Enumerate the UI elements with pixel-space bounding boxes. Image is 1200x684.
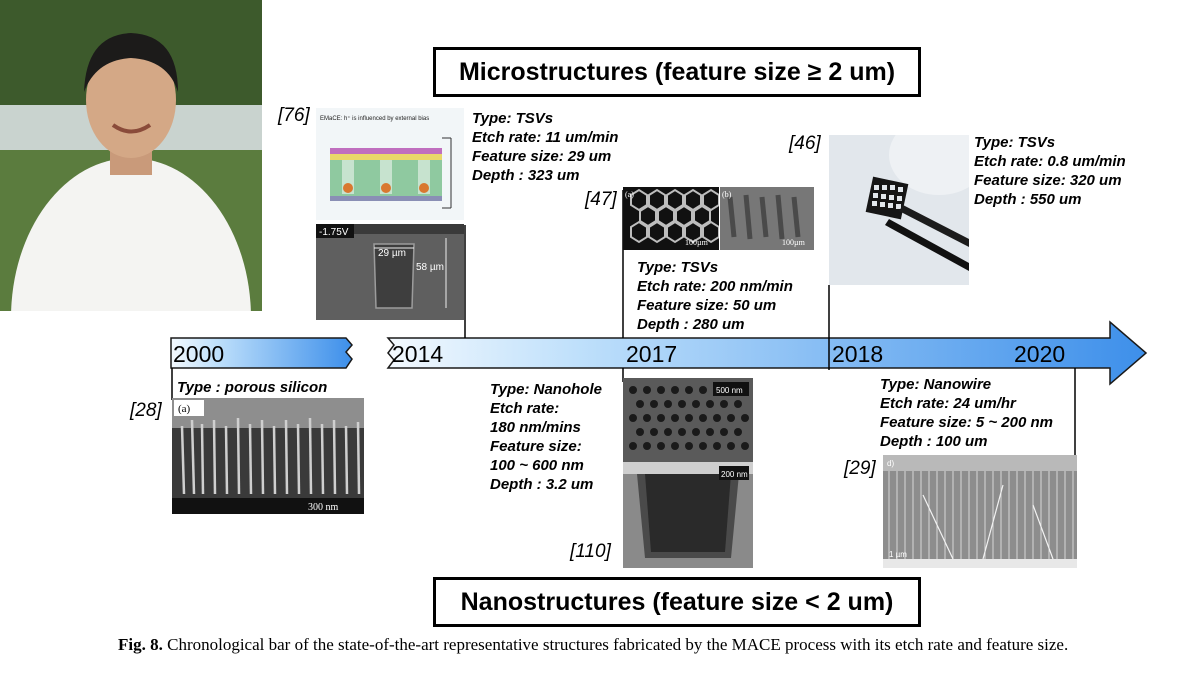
info-2018-line: Depth : 550 um	[974, 191, 1082, 208]
ref-76: [76]	[278, 105, 310, 126]
nanohole-top-sem-image: 500 nm	[623, 378, 753, 462]
porous-scale: 300 nm	[308, 502, 339, 513]
info-2020: Type: Nanowire Etch rate: 24 um/hr Featu…	[880, 375, 1053, 451]
figure-caption-text: Chronological bar of the state-of-the-ar…	[162, 635, 1069, 654]
nanowire-sem-image: d) 1 µm	[883, 455, 1077, 568]
porous-panel-label: (a)	[178, 403, 191, 415]
info-2017-tsv-line: Depth : 280 um	[637, 316, 745, 333]
ref-28: [28]	[130, 400, 162, 421]
emace-caption: EMaCE: h⁺ is influenced by external bias	[320, 115, 429, 122]
year-2014: 2014	[392, 341, 444, 367]
nanohole-cross-sem-image: 200 nm	[623, 462, 753, 568]
info-2020-line: Feature size: 5 ~ 200 nm	[880, 414, 1053, 431]
porous-silicon-sem-image: (a) 300 nm	[172, 398, 364, 514]
tsv-sem-image-76: -1.75V 29 µm 58 µm	[316, 224, 464, 320]
ref-47: [47]	[585, 189, 617, 210]
portrait-photo	[0, 0, 262, 311]
info-2017-nanohole-line: 180 nm/mins	[490, 419, 581, 436]
info-2020-line: Type: Nanowire	[880, 376, 992, 393]
info-2017-nanohole-line: Depth : 3.2 um	[490, 476, 594, 493]
year-2018: 2018	[832, 341, 884, 367]
info-2014-line: Etch rate: 11 um/min	[472, 129, 619, 146]
honeycomb-scale: 100µm	[685, 238, 709, 247]
ref-110: [110]	[570, 541, 611, 562]
info-2000-line: Type : porous silicon	[177, 379, 328, 396]
nanostructures-title-box: Nanostructures (feature size < 2 um)	[433, 577, 921, 627]
year-2020: 2020	[1014, 341, 1066, 367]
info-2017-tsv-line: Etch rate: 200 nm/min	[637, 278, 793, 295]
emace-schematic-image: EMaCE: h⁺ is influenced by external bias	[316, 108, 464, 220]
nanowire-scale: 1 µm	[889, 550, 907, 559]
info-2018: Type: TSVs Etch rate: 0.8 um/min Feature…	[974, 133, 1126, 209]
width-label: 29 µm	[378, 248, 406, 259]
honeycomb-sem-image: (a) 100µm	[623, 187, 719, 250]
figure-caption-label: Fig. 8.	[118, 635, 163, 654]
info-2000: Type : porous silicon	[177, 378, 327, 397]
info-2017-nanohole-line: 100 ~ 600 nm	[490, 457, 584, 474]
info-2017-nanohole-line: Feature size:	[490, 438, 582, 455]
tweezers-photo	[829, 135, 969, 285]
info-2018-line: Type: TSVs	[974, 134, 1056, 151]
info-2014: Type: TSVs Etch rate: 11 um/min Feature …	[472, 109, 618, 185]
year-2000: 2000	[173, 341, 225, 367]
depth-label: 58 µm	[416, 262, 444, 273]
info-2017-tsv-line: Type: TSVs	[637, 259, 719, 276]
info-2020-line: Etch rate: 24 um/hr	[880, 395, 1016, 412]
timeline-arrow	[170, 320, 1148, 386]
ref-46: [46]	[789, 133, 821, 154]
nanohole-scale-top: 500 nm	[716, 386, 743, 395]
trench-sem-image: (b) 100µm	[720, 187, 814, 250]
figure-caption: Fig. 8. Chronological bar of the state-o…	[118, 633, 1178, 656]
timeline-segment-main	[386, 320, 1148, 386]
info-2017-nanohole-line: Etch rate:	[490, 400, 560, 417]
nanohole-scale-bottom: 200 nm	[721, 470, 748, 479]
ref-29: [29]	[844, 458, 876, 479]
info-2017-tsv-line: Feature size: 50 um	[637, 297, 777, 314]
info-2017-nanohole: Type: Nanohole Etch rate: 180 nm/mins Fe…	[490, 380, 602, 494]
info-2014-line: Depth : 323 um	[472, 167, 580, 184]
nanowire-panel-label: d)	[887, 459, 894, 468]
info-2017-nanohole-line: Type: Nanohole	[490, 381, 602, 398]
voltage-label: -1.75V	[319, 227, 349, 238]
year-2017: 2017	[626, 341, 678, 367]
microstructures-title-box: Microstructures (feature size ≥ 2 um)	[433, 47, 921, 97]
info-2018-line: Etch rate: 0.8 um/min	[974, 153, 1126, 170]
info-2014-line: Feature size: 29 um	[472, 148, 612, 165]
timeline-segment-2000	[170, 337, 353, 369]
honeycomb-panel-label: (a)	[625, 190, 634, 199]
info-2014-line: Type: TSVs	[472, 110, 554, 127]
info-2018-line: Feature size: 320 um	[974, 172, 1122, 189]
trench-panel-label: (b)	[722, 190, 732, 199]
info-2017-tsv: Type: TSVs Etch rate: 200 nm/min Feature…	[637, 258, 793, 334]
info-2020-line: Depth : 100 um	[880, 433, 988, 450]
trench-scale: 100µm	[782, 238, 806, 247]
